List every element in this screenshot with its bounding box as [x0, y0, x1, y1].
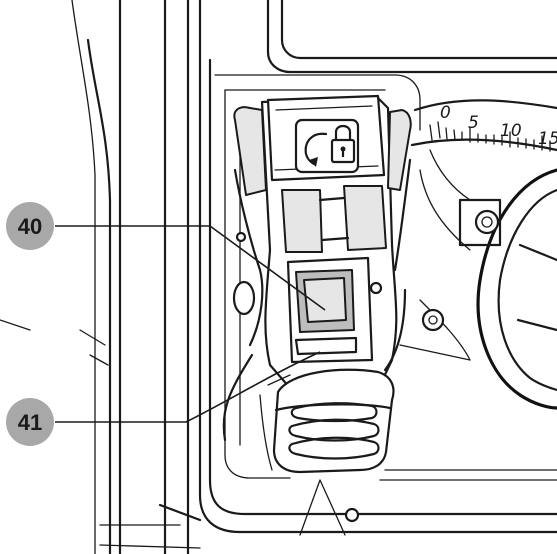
callout-40-leader	[55, 225, 326, 311]
callout-41: 41	[6, 351, 321, 446]
callout-41-leader	[55, 351, 321, 423]
blade-wheel	[399, 149, 557, 410]
scale-label-5: 5	[468, 113, 479, 133]
callout-40: 40	[6, 202, 326, 311]
rotate-lock-icon	[294, 118, 360, 174]
release-pedal	[259, 368, 395, 474]
callout-41-label: 41	[18, 410, 42, 435]
scale-label-10: 10	[500, 121, 522, 141]
callout-40-circle	[6, 202, 54, 250]
scale-label-15: 15	[538, 129, 557, 149]
callout-41-circle	[6, 398, 54, 446]
angle-scale: 0 5 10 15	[410, 99, 557, 152]
callout-40-label: 40	[18, 214, 42, 239]
scale-label-0: 0	[440, 103, 451, 123]
